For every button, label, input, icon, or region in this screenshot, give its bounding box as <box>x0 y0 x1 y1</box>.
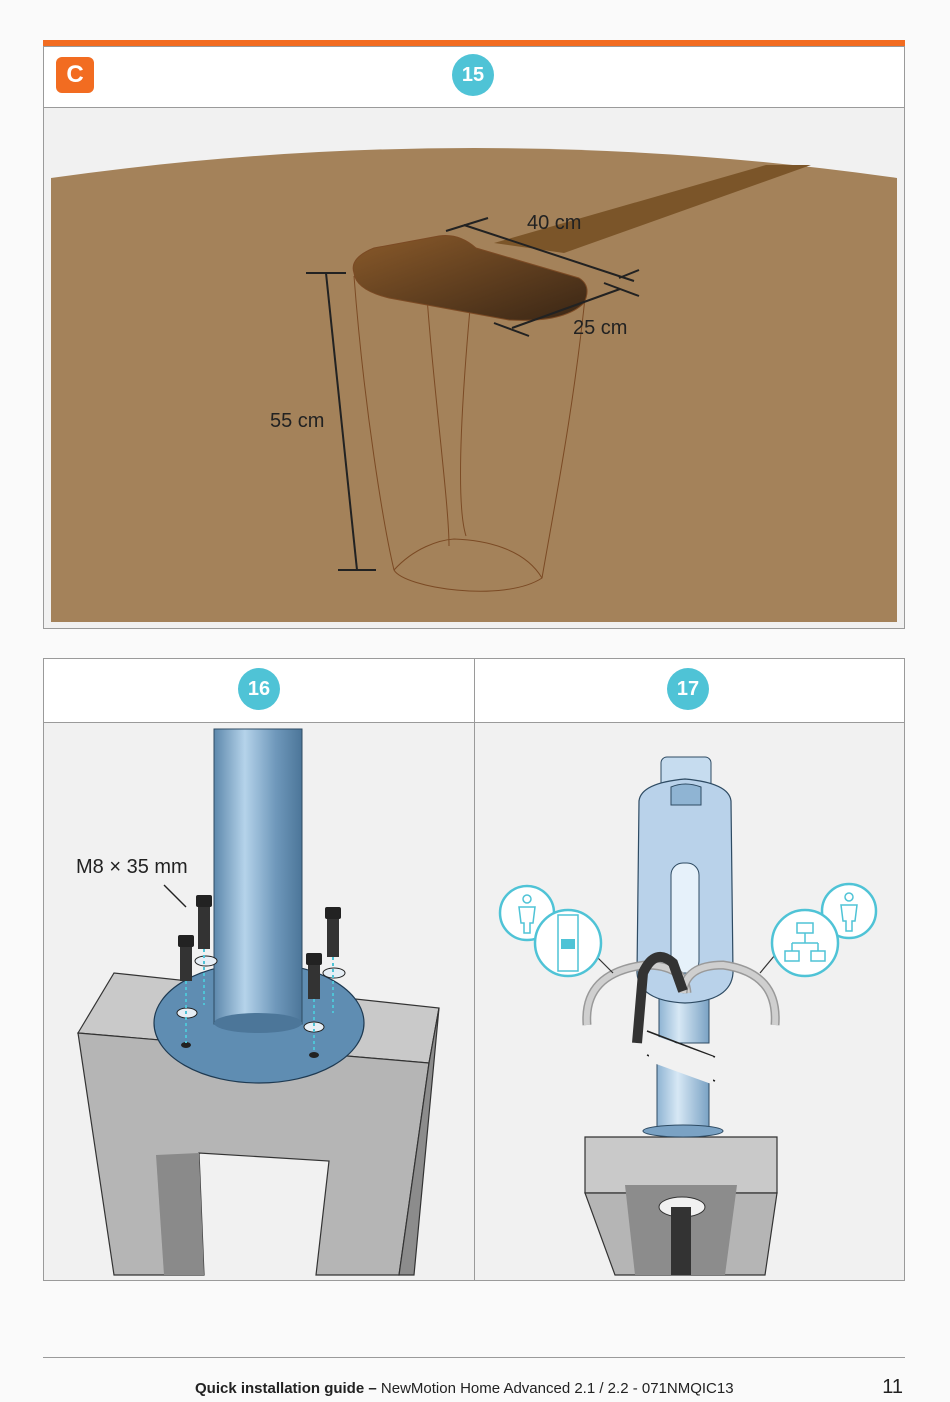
step-17-header: 17 <box>475 659 904 723</box>
section-badge: C <box>56 57 94 93</box>
person-icon <box>820 882 878 940</box>
step-15-badge: 15 <box>452 54 494 96</box>
step-17-illustration <box>475 723 904 1280</box>
step-15-header: C 15 <box>44 47 904 108</box>
bolt-size-label: M8 × 35 mm <box>76 856 188 878</box>
step-16-panel: 16 <box>43 658 475 1281</box>
step-16-header: 16 <box>44 659 474 723</box>
pole-mounting-illustration <box>76 728 440 1276</box>
step-15-panel: C 15 <box>43 46 905 629</box>
step-15-illustration: 55 cm 40 cm 25 cm <box>44 108 904 628</box>
width-label: 25 cm <box>573 317 628 339</box>
breaker-icon <box>533 908 603 978</box>
footer-rule <box>43 1357 905 1358</box>
step-16-illustration: M8 × 35 mm <box>44 723 474 1280</box>
footer-text: Quick installation guide – NewMotion Hom… <box>195 1380 734 1397</box>
page-number: 11 <box>882 1376 903 1398</box>
depth-label: 55 cm <box>270 410 325 432</box>
accent-bar <box>43 40 905 46</box>
step-17-panel: 17 <box>474 658 905 1281</box>
length-label: 40 cm <box>527 212 582 234</box>
footer-separator: – <box>364 1380 381 1397</box>
footer-subtitle: NewMotion Home Advanced 2.1 / 2.2 - 071N… <box>380 1380 734 1397</box>
network-icon <box>770 908 840 978</box>
step-17-badge: 17 <box>667 668 709 710</box>
footer-title: Quick installation guide <box>195 1380 365 1397</box>
trench-illustration <box>51 148 897 622</box>
cable-routing-illustration <box>498 756 878 1276</box>
step-16-badge: 16 <box>238 668 280 710</box>
